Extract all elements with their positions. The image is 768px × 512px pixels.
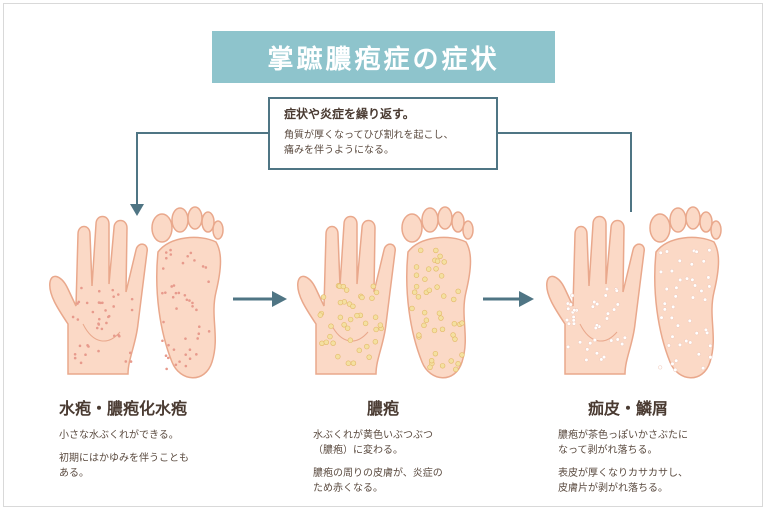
info-body: 角質が厚くなってひび割れを起こし、 痛みを伴うようになる。 bbox=[284, 128, 486, 158]
stage-description: 水ぶくれが黄色いぶつぶつ （膿疱）に変わる。 膿疱の周りの皮膚が、炎症のため赤くな… bbox=[313, 428, 493, 504]
stage-description: 膿疱が茶色っぽいかさぶたになって剥がれ落ちる。 表皮が厚くなりカサカサし、皮膚片… bbox=[558, 428, 748, 504]
hand-icon bbox=[297, 215, 396, 375]
cycle-loop-arrow bbox=[136, 132, 632, 212]
stage-title: 痂皮・鱗屑 bbox=[588, 399, 669, 418]
info-box: 症状や炎症を繰り返す。 角質が厚くなってひび割れを起こし、 痛みを伴うようになる… bbox=[268, 97, 498, 170]
stage-text-line: 表皮が厚くなりカサカサし、 bbox=[558, 468, 688, 479]
stage-text-line: 水ぶくれが黄色いぶつぶつ bbox=[313, 430, 433, 441]
info-line: 角質が厚くなってひび割れを起こし、 bbox=[284, 130, 454, 141]
info-line: 痛みを伴うようになる。 bbox=[284, 145, 394, 156]
diagram-frame bbox=[3, 3, 763, 507]
stage-text-line: 膿疱の周りの皮膚が、炎症の bbox=[313, 468, 443, 479]
right-arrow-icon bbox=[519, 291, 534, 307]
foot-icon bbox=[649, 206, 722, 379]
stage-text-line: なって剥がれ落ちる。 bbox=[558, 445, 658, 456]
stage-title: 膿疱 bbox=[367, 399, 400, 418]
info-heading: 症状や炎症を繰り返す。 bbox=[284, 107, 415, 121]
stage-text-line: 小さな水ぶくれができる。 bbox=[59, 430, 179, 441]
right-arrow-icon bbox=[272, 291, 287, 307]
stage-arrow-1 bbox=[233, 291, 287, 307]
stage-text-line: （膿疱）に変わる。 bbox=[313, 445, 403, 456]
hand-icon bbox=[546, 215, 645, 375]
stage-text-line: ある。 bbox=[59, 468, 89, 479]
stage-description: 小さな水ぶくれができる。 初期にはかゆみを伴うこともある。 bbox=[59, 428, 239, 489]
stage-text-line: 初期にはかゆみを伴うことも bbox=[59, 453, 189, 464]
stage-text-line: 膿疱が茶色っぽいかさぶたに bbox=[558, 430, 688, 441]
stage-title: 水疱・膿疱化水疱 bbox=[59, 399, 188, 418]
stage-text-line: 皮膚片が剥がれ落ちる。 bbox=[558, 483, 668, 494]
foot-icon bbox=[401, 206, 474, 379]
stage-text-line: ため赤くなる。 bbox=[313, 483, 383, 494]
stage-arrow-2 bbox=[483, 291, 534, 307]
down-arrow-icon bbox=[130, 204, 144, 216]
hand-icon bbox=[49, 215, 148, 375]
page-title: 掌蹠膿疱症の症状 bbox=[212, 31, 555, 83]
foot-icon bbox=[151, 206, 224, 379]
